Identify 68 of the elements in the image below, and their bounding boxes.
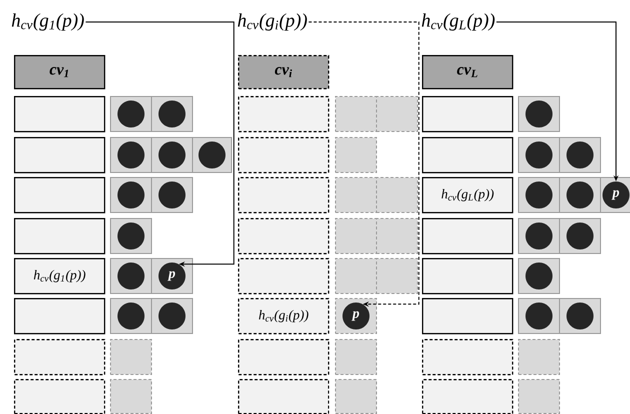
bucket-cell <box>335 137 377 173</box>
bucket-box <box>422 96 514 132</box>
point-dot <box>118 100 144 128</box>
bucket-box: h$_{cv}$(g$_{L}$(p)) <box>422 177 514 214</box>
bucket-box: h$_{cv}$(g$_{1}$(p)) <box>14 258 106 294</box>
point-dot <box>566 302 594 330</box>
point-dot <box>526 182 552 208</box>
point-dot <box>526 262 552 290</box>
point-dot <box>526 100 552 128</box>
bucket-box: h$_{cv}$(g$_{i}$(p)) <box>238 298 330 334</box>
point-dot <box>118 222 144 250</box>
bucket-box <box>14 218 106 254</box>
bucket-box <box>422 137 514 174</box>
bucket-box <box>422 218 514 254</box>
bucket-box <box>422 338 514 376</box>
bucket-cell <box>376 258 418 294</box>
table-header: cv$_{L}$ <box>422 55 514 90</box>
table-header: cv$_{1}$ <box>14 55 106 90</box>
bucket-box <box>14 177 106 214</box>
bucket-cell <box>335 96 377 132</box>
table-header: cv$_{i}$ <box>238 55 330 90</box>
bucket-box <box>14 338 106 376</box>
point-dot <box>526 302 552 330</box>
point-dot <box>566 142 594 168</box>
bucket-cell <box>110 379 152 414</box>
bucket-box <box>238 177 330 214</box>
bucket-cell <box>335 339 377 375</box>
bucket-box <box>238 258 330 294</box>
point-dot <box>158 100 186 128</box>
point-dot <box>118 262 144 290</box>
function-label: h$_{cv}$(g$_{i}$(p)) <box>238 13 307 31</box>
point-dot <box>118 182 144 208</box>
bucket-cell <box>335 258 377 294</box>
bucket-box <box>422 258 514 294</box>
bucket-box <box>14 137 106 174</box>
bucket-box <box>238 378 330 414</box>
bucket-box <box>238 338 330 376</box>
bucket-cell <box>376 177 418 213</box>
bucket-box <box>238 218 330 254</box>
bucket-cell <box>376 218 418 254</box>
bucket-cell <box>335 379 377 414</box>
bucket-cell <box>518 339 560 375</box>
point-dot <box>158 182 186 208</box>
point-dot <box>198 142 226 168</box>
bucket-cell <box>335 177 377 213</box>
bucket-box <box>238 137 330 174</box>
arrow <box>308 22 420 307</box>
bucket-box <box>238 96 330 132</box>
function-label: h$_{cv}$(g$_{1}$(p)) <box>12 13 84 31</box>
point-dot <box>158 142 186 168</box>
bucket-cell <box>110 339 152 375</box>
arrow <box>85 22 234 267</box>
bucket-box <box>422 378 514 414</box>
bucket-box <box>14 298 106 334</box>
bucket-cell <box>376 96 418 132</box>
point-dot <box>526 142 552 168</box>
point-dot <box>118 142 144 168</box>
bucket-box <box>14 378 106 414</box>
bucket-cell <box>335 218 377 254</box>
point-dot <box>566 222 594 250</box>
point-dot <box>526 222 552 250</box>
point-dot <box>118 302 144 330</box>
point-dot <box>566 182 594 208</box>
function-label: h$_{cv}$(g$_{L}$(p)) <box>422 13 495 31</box>
bucket-box <box>14 96 106 132</box>
point-dot <box>158 302 186 330</box>
bucket-cell <box>518 379 560 414</box>
bucket-box <box>422 298 514 334</box>
